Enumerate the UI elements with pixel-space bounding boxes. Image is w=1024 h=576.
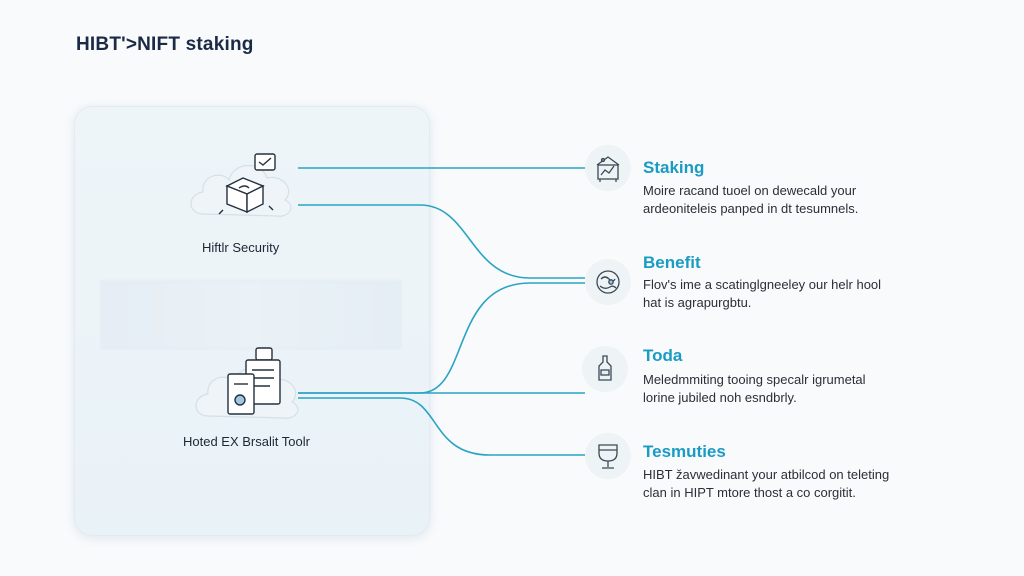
feature-title-tesmuties: Tesmuties (643, 442, 726, 461)
feature-desc-line: hat is agrapurgbtu. (643, 295, 752, 310)
feature-desc-toda: Meledmmiting tooing specalr igrumetal lo… (643, 371, 943, 407)
coin-hand-icon (585, 259, 631, 305)
goblet-icon (585, 433, 631, 479)
feature-desc-staking: Moire racand tuoel on dewecald your arde… (643, 182, 943, 218)
panel-divider-band (101, 281, 401, 349)
feature-title-staking: Staking (643, 158, 705, 177)
feature-desc-line: ardeoniteleis panped in dt tesumnels. (643, 201, 859, 216)
feature-desc-line: Moire racand tuoel on dewecald your (643, 183, 857, 198)
page-title: HIBT'>NIFT staking (76, 34, 254, 55)
connector-tools-benefit (298, 282, 585, 394)
feature-desc-line: clan in HIPT mtore thost a co corgitit. (643, 485, 856, 500)
connector-tools-tesmuties (298, 397, 585, 456)
node-label-security: Hiftlr Security (202, 240, 280, 255)
feature-title-toda: Toda (643, 346, 683, 365)
feature-desc-tesmuties: HIBT žavwedinant your atbilcod on teleti… (643, 466, 943, 502)
feature-desc-benefit: Flov's ime a scatinglgneeley our helr ho… (643, 276, 943, 312)
cloud-box-icon (183, 144, 301, 237)
feature-desc-line: HIBT žavwedinant your atbilcod on teleti… (643, 467, 890, 482)
node-label-tools: Hoted EX Brsalit Toolr (183, 434, 310, 449)
feature-title-benefit: Benefit (643, 253, 701, 272)
connector-security-benefit (298, 204, 585, 279)
staking-chart-icon (585, 145, 631, 191)
feature-desc-line: lorine jubiled noh esndbrly. (643, 390, 797, 405)
bottle-icon (582, 346, 628, 392)
feature-desc-line: Flov's ime a scatinglgneeley our helr ho… (643, 277, 882, 292)
cloud-documents-icon (190, 344, 310, 431)
feature-desc-line: Meledmmiting tooing specalr igrumetal (643, 372, 866, 387)
